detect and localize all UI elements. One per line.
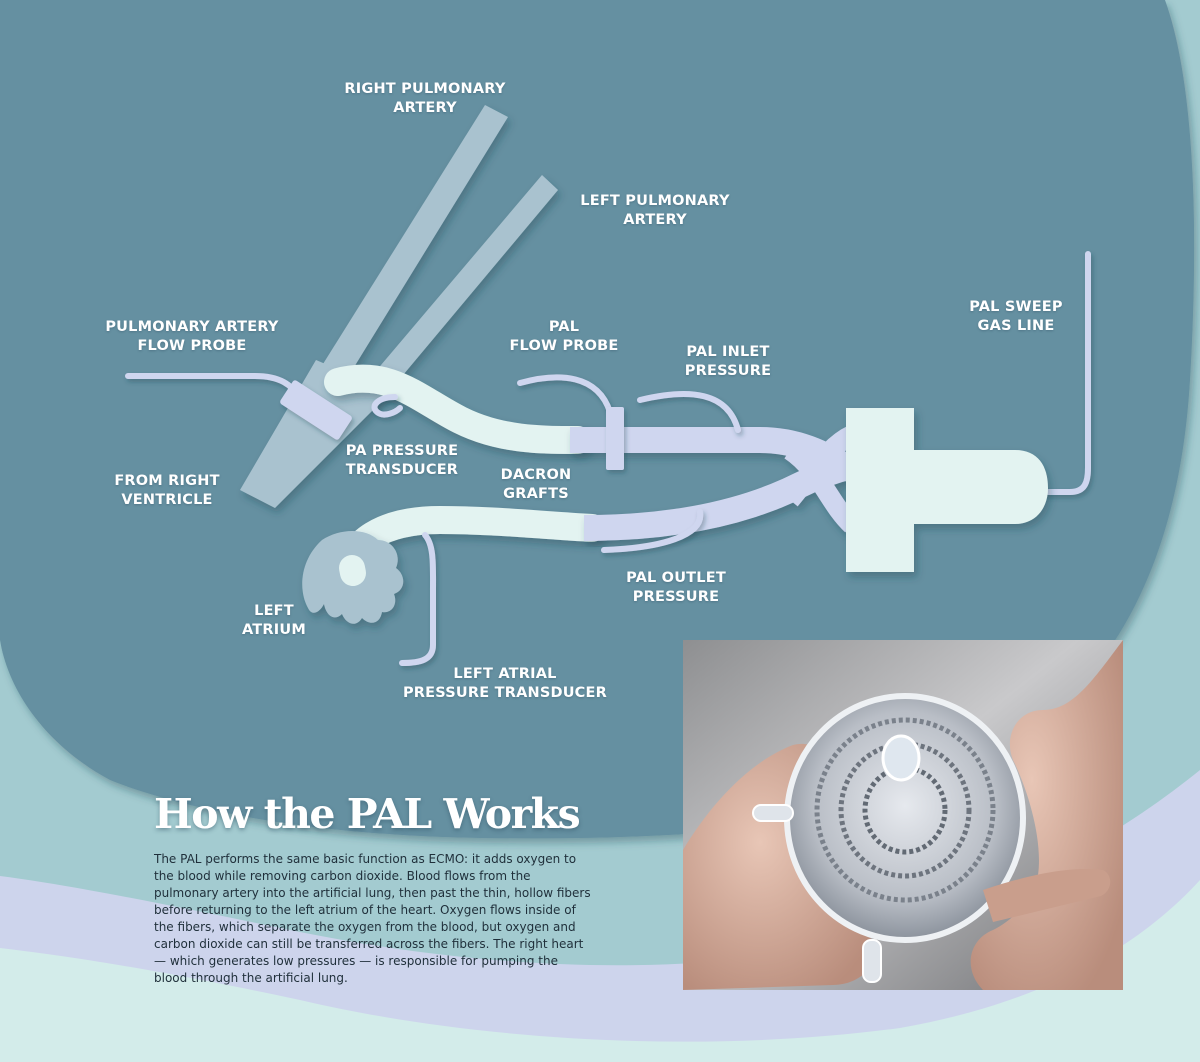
monitoring-lines bbox=[125, 251, 1091, 666]
label-pal-flow-probe: PAL FLOW PROBE bbox=[509, 319, 619, 354]
article-body: The PAL performs the same basic function… bbox=[154, 852, 591, 985]
label-pulmonary-artery-flow-probe: PULMONARY ARTERY FLOW PROBE bbox=[105, 319, 279, 354]
pal-sweep-gas-line bbox=[1037, 251, 1091, 495]
label-right-pulmonary-artery: RIGHT PULMONARY ARTERY bbox=[344, 81, 506, 116]
photo-left-hand bbox=[683, 743, 876, 990]
label-from-right-ventricle: FROM RIGHT VENTRICLE bbox=[114, 473, 220, 508]
left-pulmonary-artery-branch bbox=[370, 175, 558, 393]
outlet-tube bbox=[583, 453, 856, 541]
left-atrium bbox=[302, 531, 404, 624]
photo-right-hand bbox=[970, 640, 1123, 990]
photo-fiber-bundle-middle bbox=[838, 741, 972, 879]
label-dacron-grafts: DACRON GRAFTS bbox=[500, 467, 572, 502]
photo-right-thumb bbox=[983, 869, 1111, 922]
label-left-pulmonary-artery: LEFT PULMONARY ARTERY bbox=[580, 193, 730, 228]
flow-probes bbox=[280, 380, 624, 470]
pal-flow-probe-cable bbox=[517, 374, 613, 415]
article-title: How the PAL Works bbox=[154, 790, 581, 838]
label-left-atrium: LEFT ATRIUM bbox=[242, 603, 306, 638]
left-atrium-graft-end bbox=[339, 555, 366, 586]
pal-device-photo bbox=[683, 640, 1123, 990]
pal-flow-probe bbox=[606, 407, 624, 470]
pal-outlet-pressure-line bbox=[601, 509, 704, 553]
photo-side-port-bottom bbox=[862, 939, 882, 983]
label-pa-pressure-transducer: PA PRESSURE TRANSDUCER bbox=[345, 443, 459, 478]
left-atrial-pressure-line bbox=[399, 532, 437, 666]
outlet-tube-crossing bbox=[782, 425, 857, 507]
photo-side-port-left bbox=[752, 804, 794, 822]
photo-fiber-bundle-outer bbox=[814, 717, 996, 903]
pulmonary-artery-trunk bbox=[240, 360, 391, 508]
pa-flow-probe bbox=[280, 380, 352, 440]
photo-center-port bbox=[881, 734, 921, 782]
pal-tubing bbox=[570, 425, 860, 541]
label-pal-outlet-pressure: PAL OUTLET PRESSURE bbox=[626, 570, 726, 605]
label-pal-inlet-pressure: PAL INLET PRESSURE bbox=[684, 344, 772, 379]
background-layer-deep bbox=[0, 0, 1195, 839]
right-pulmonary-artery-branch bbox=[318, 105, 508, 385]
label-left-atrial-pressure-transducer: LEFT ATRIAL PRESSURE TRANSDUCER bbox=[402, 666, 607, 701]
pal-device bbox=[846, 408, 1048, 572]
pa-pressure-transducer-line bbox=[371, 394, 403, 418]
pal-inlet-pressure-line bbox=[637, 391, 741, 433]
inlet-tube-crossing bbox=[784, 441, 860, 533]
inlet-dacron-graft bbox=[324, 364, 592, 454]
label-pal-sweep-gas-line: PAL SWEEP GAS LINE bbox=[969, 299, 1063, 334]
pulmonary-artery bbox=[240, 105, 558, 508]
